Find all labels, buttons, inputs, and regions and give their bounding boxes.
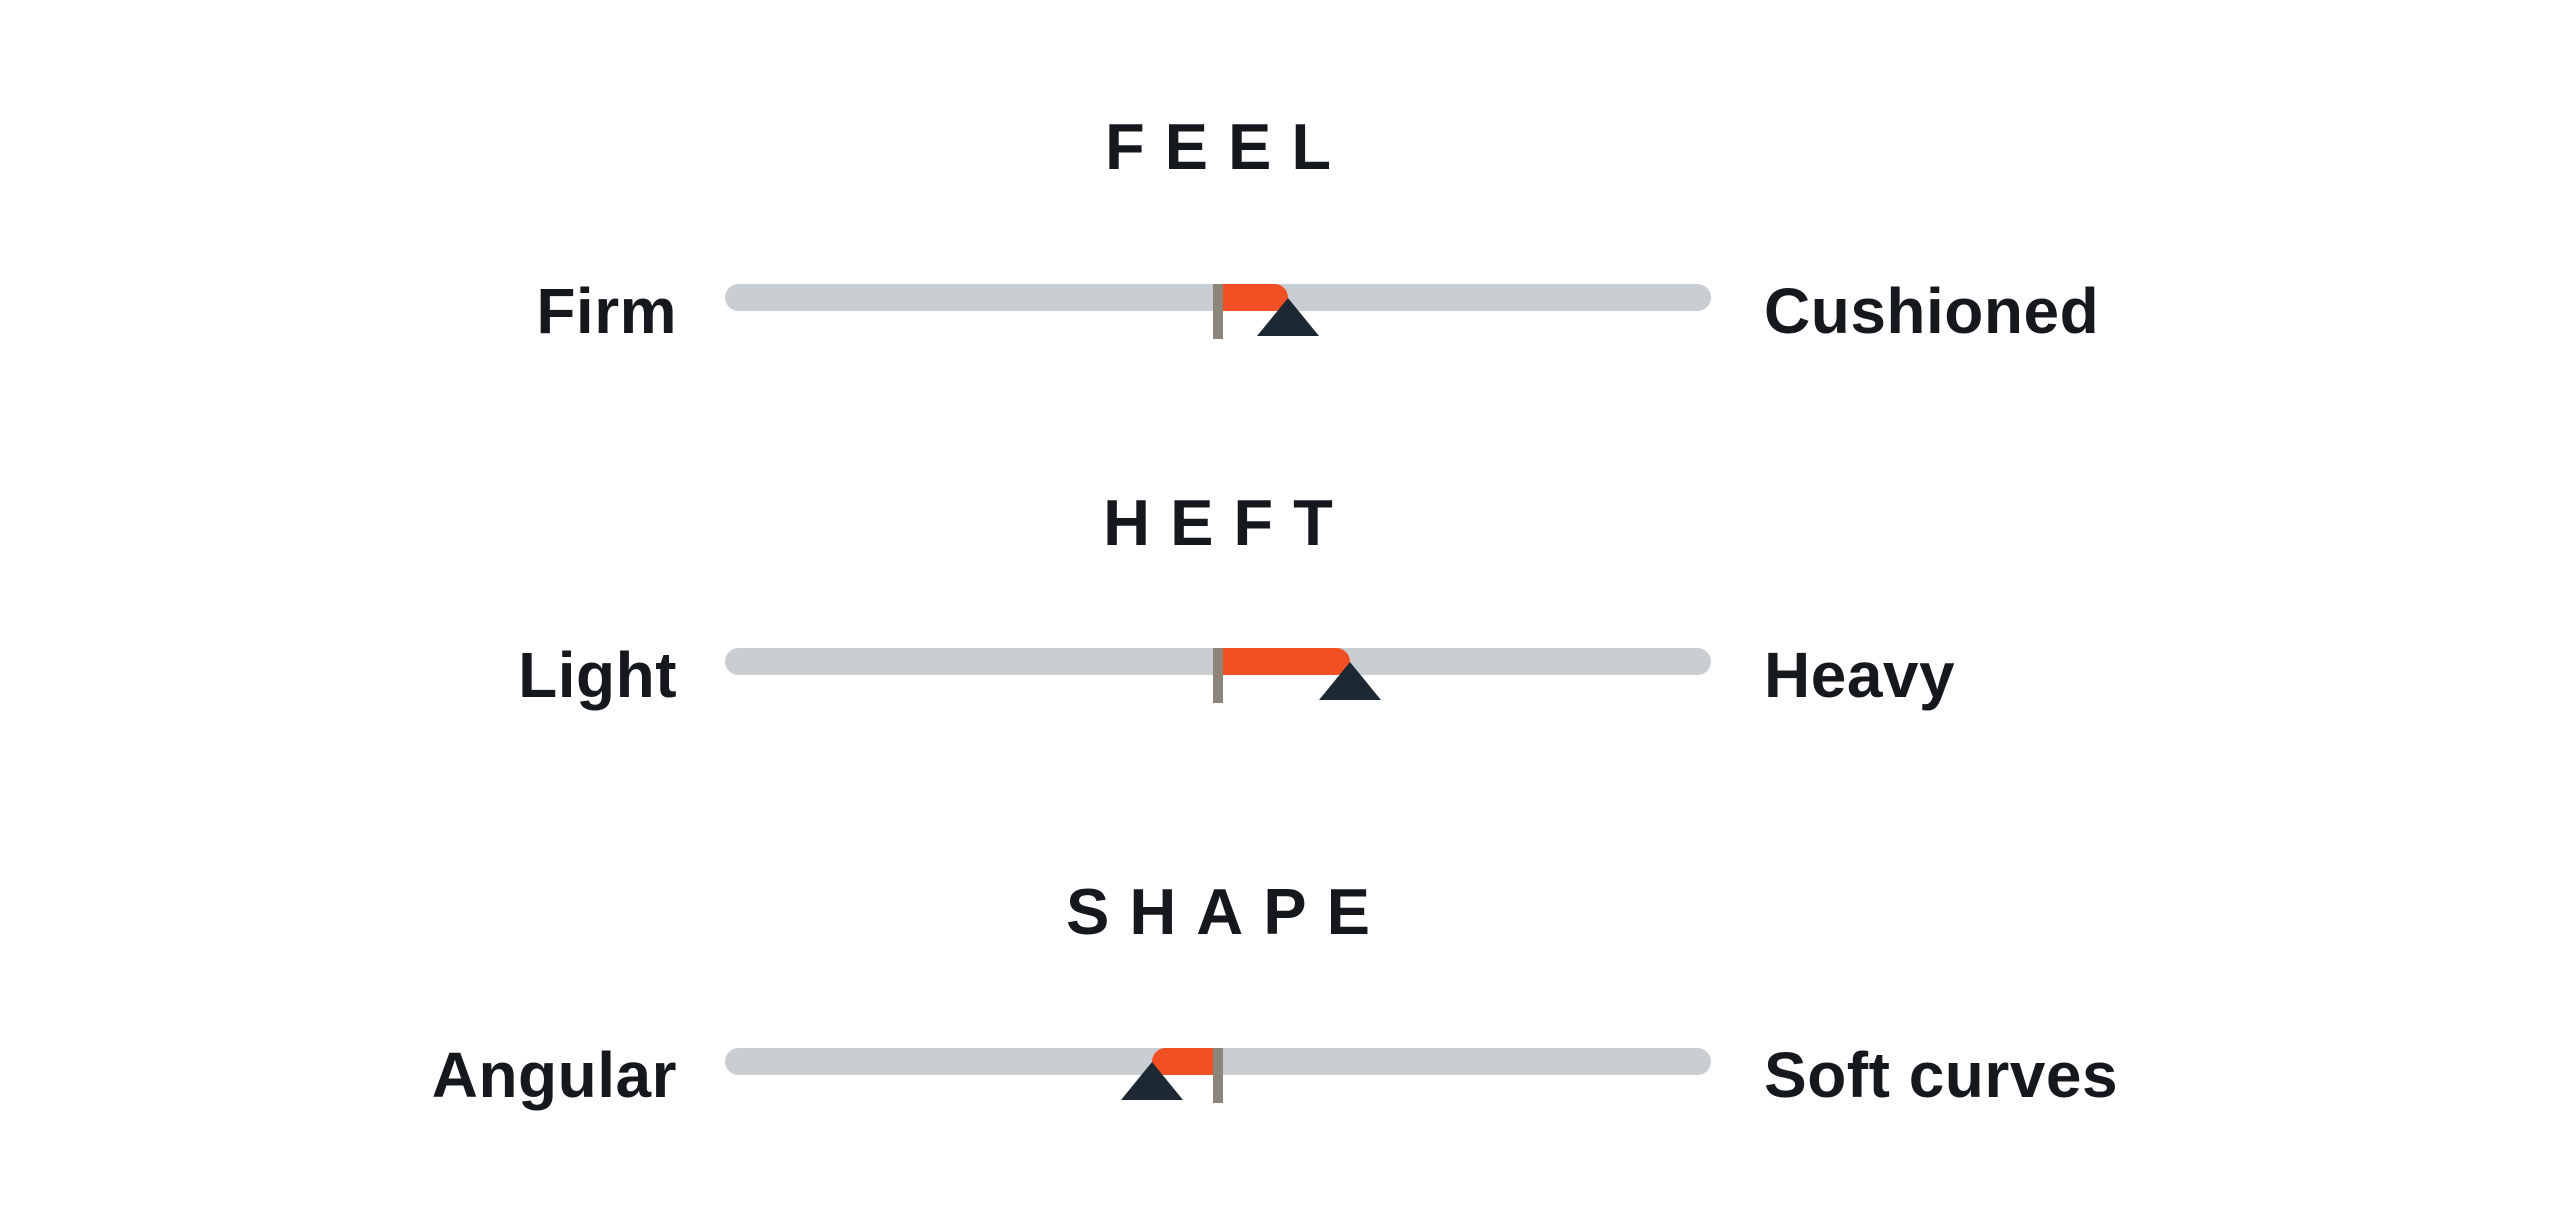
center-tick-feel — [1213, 284, 1223, 339]
slider-handle-feel[interactable] — [1257, 298, 1319, 336]
center-tick-heft — [1213, 648, 1223, 703]
slider-title-heft: HEFT — [1103, 486, 1353, 559]
slider-handle-heft[interactable] — [1319, 662, 1382, 700]
slider-title-feel: FEEL — [1104, 110, 1352, 183]
slider-min-label-feel: Firm — [536, 275, 677, 347]
slider-max-label-feel: Cushioned — [1764, 275, 2100, 347]
center-tick-shape — [1213, 1048, 1223, 1103]
slider-max-label-shape: Soft curves — [1764, 1039, 2119, 1111]
slider-min-label-shape: Angular — [431, 1039, 677, 1111]
slider-min-label-heft: Light — [518, 639, 677, 711]
slider-max-label-heft: Heavy — [1764, 639, 1956, 711]
slider-title-shape: SHAPE — [1066, 875, 1390, 948]
slider-handle-shape[interactable] — [1120, 1062, 1183, 1100]
